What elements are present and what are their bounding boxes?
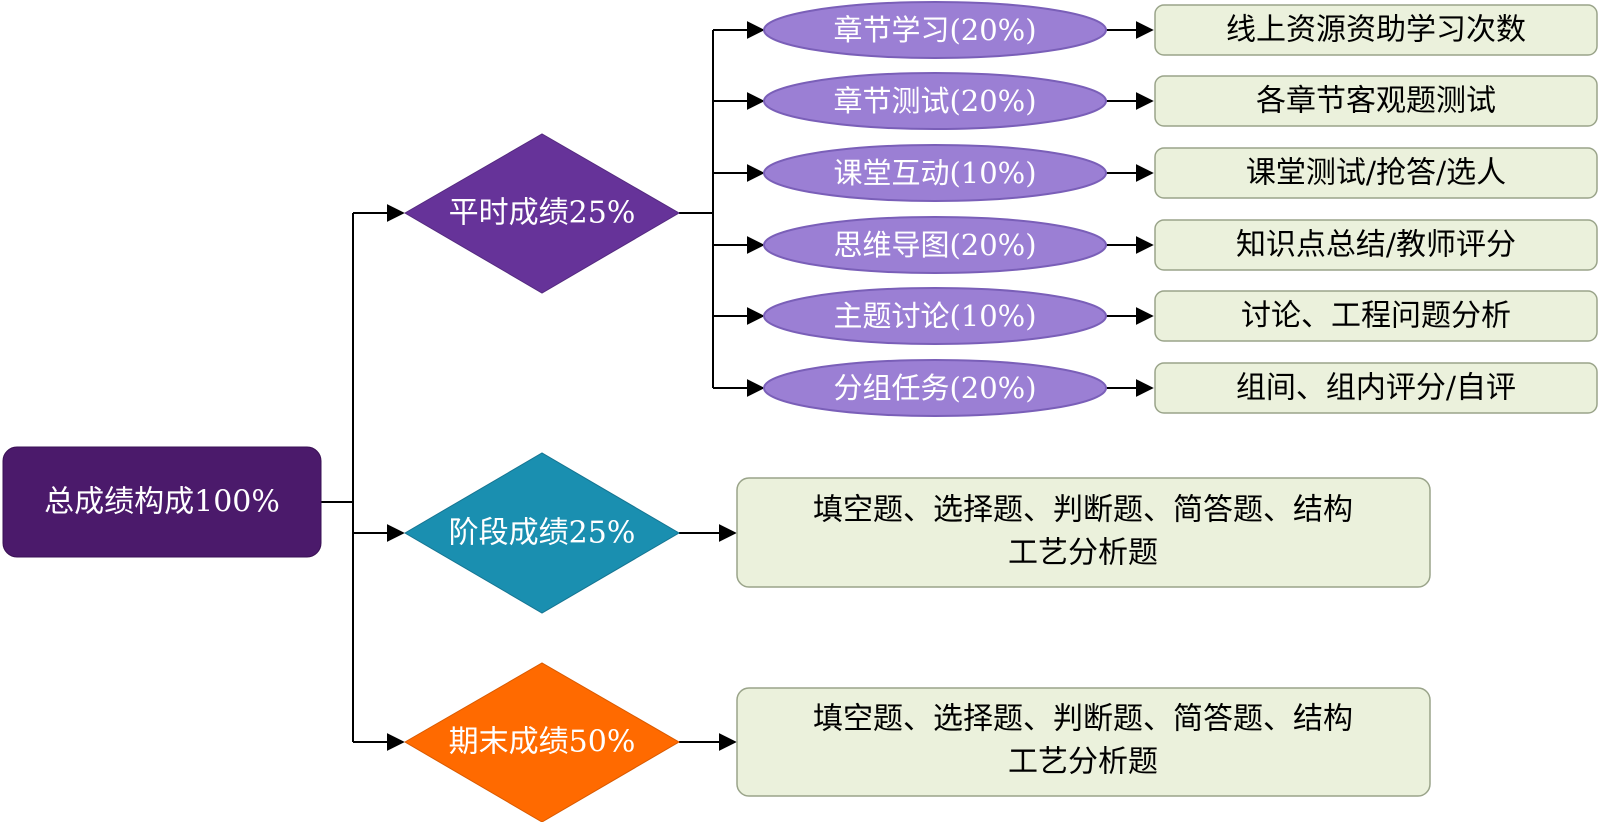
detail-rect [1154, 290, 1598, 342]
detail-rect [1154, 362, 1598, 414]
item-ellipse [763, 1, 1107, 59]
detail-text: 组间、组内评分/自评 [1236, 371, 1516, 406]
item-ellipse [763, 72, 1107, 130]
item-ellipse [763, 287, 1107, 345]
detail-box: 课堂测试/抢答/选人 [1154, 147, 1598, 199]
detail-rect [1154, 4, 1598, 56]
detail-text: 课堂测试/抢答/选人 [1246, 156, 1506, 191]
detail-box: 组间、组内评分/自评 [1154, 362, 1598, 414]
detail-text: 线上资源资助学习次数 [1226, 13, 1526, 48]
detail-text: 知识点总结/教师评分 [1236, 228, 1516, 263]
regular-item: 主题讨论(10%) [763, 287, 1107, 345]
regular-items: 章节学习(20%) 章节测试(20%) 课堂互动(10%) 思维导图(20%) … [763, 1, 1107, 417]
detail-box: 讨论、工程问题分析 [1154, 290, 1598, 342]
final-diamond [404, 662, 680, 822]
detail-box: 各章节客观题测试 [1154, 75, 1598, 127]
item-label: 主题讨论(10%) [833, 299, 1036, 333]
regular-item: 分组任务(20%) [763, 359, 1107, 417]
final-detail-box: 填空题、选择题、判断题、简答题、结构 工艺分析题 [736, 687, 1431, 797]
item-label: 章节学习(20%) [833, 13, 1036, 47]
regular-item: 思维导图(20%) [763, 216, 1107, 274]
regular-item: 课堂互动(10%) [763, 144, 1107, 202]
item-ellipse [763, 144, 1107, 202]
regular-details: 线上资源资助学习次数 各章节客观题测试 课堂测试/抢答/选人 知识点总结/教师评… [1154, 4, 1598, 414]
detail-rect [1154, 219, 1598, 271]
item-label: 思维导图(20%) [833, 228, 1036, 262]
item-label: 课堂互动(10%) [833, 156, 1036, 190]
item-label: 分组任务(20%) [833, 371, 1036, 405]
final-node: 期末成绩50% [404, 662, 680, 822]
stage-label: 阶段成绩25% [449, 516, 636, 551]
detail-text: 各章节客观题测试 [1256, 84, 1496, 119]
stage-node: 阶段成绩25% [404, 452, 680, 614]
stage-detail-line2: 工艺分析题 [1008, 536, 1158, 571]
final-label: 期末成绩50% [449, 725, 636, 760]
regular-item: 章节学习(20%) [763, 1, 1107, 59]
stage-detail-box: 填空题、选择题、判断题、简答题、结构 工艺分析题 [736, 477, 1431, 588]
regular-diamond [404, 133, 680, 294]
regular-label: 平时成绩25% [449, 196, 636, 231]
final-detail-line1: 填空题、选择题、判断题、简答题、结构 [813, 702, 1353, 737]
final-detail-rect [736, 687, 1431, 797]
detail-rect [1154, 147, 1598, 199]
connectors [320, 21, 1154, 751]
stage-detail-rect [736, 477, 1431, 588]
regular-item: 章节测试(20%) [763, 72, 1107, 130]
item-ellipse [763, 216, 1107, 274]
stage-detail-line1: 填空题、选择题、判断题、简答题、结构 [813, 493, 1353, 528]
stage-diamond [404, 452, 680, 614]
final-detail-line2: 工艺分析题 [1008, 745, 1158, 780]
detail-text: 讨论、工程问题分析 [1241, 299, 1511, 334]
item-ellipse [763, 359, 1107, 417]
detail-rect [1154, 75, 1598, 127]
detail-box: 知识点总结/教师评分 [1154, 219, 1598, 271]
detail-box: 线上资源资助学习次数 [1154, 4, 1598, 56]
root-label: 总成绩构成100% [44, 485, 280, 520]
item-label: 章节测试(20%) [833, 84, 1036, 118]
root-box [2, 446, 322, 558]
root-node: 总成绩构成100% [2, 446, 322, 558]
regular-node: 平时成绩25% [404, 133, 680, 294]
